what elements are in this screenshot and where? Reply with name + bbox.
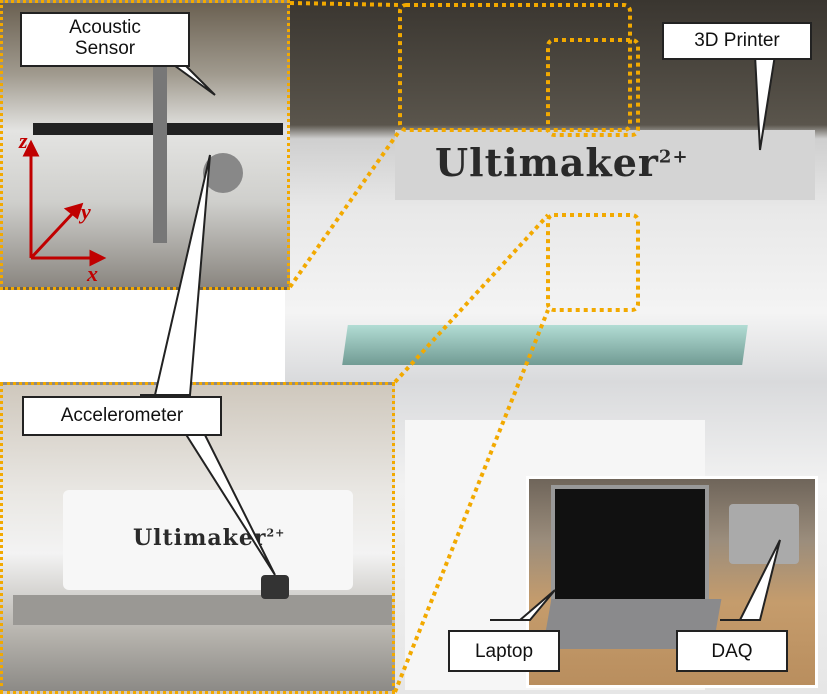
printer-logo: Ultimaker2+ (435, 140, 689, 185)
daq-device (729, 504, 799, 564)
laptop-label: Laptop (448, 630, 560, 672)
accelerometer-label: Accelerometer (22, 396, 222, 436)
axis-arrows-icon (22, 139, 107, 267)
3d-printer-label: 3D Printer (662, 22, 812, 60)
x-axis-label: x (87, 261, 98, 286)
glass-build-plate (342, 325, 748, 365)
accelerometer-device (261, 575, 289, 599)
y-axis-label: y (81, 199, 91, 224)
z-axis-label: z (19, 128, 28, 153)
acoustic-sensor-label: Acoustic Sensor (20, 12, 190, 67)
laptop-screen (551, 485, 709, 603)
daq-label: DAQ (676, 630, 788, 672)
inset-logo: Ultimaker2+ (133, 525, 286, 551)
